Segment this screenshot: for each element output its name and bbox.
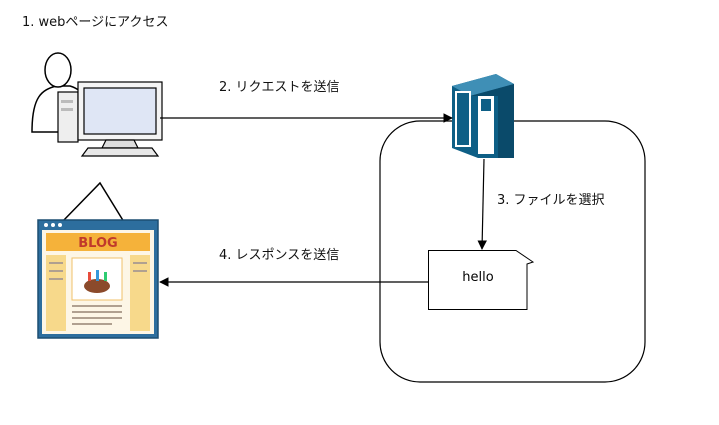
file-note-text: hello	[462, 270, 494, 285]
user-computer-icon	[31, 52, 163, 157]
document-icon	[428, 250, 534, 310]
server-icon	[452, 74, 514, 158]
desktop-computer-icon	[57, 81, 163, 157]
step4-label: 4. レスポンスを送信	[219, 248, 340, 263]
select-file-arrow	[477, 158, 487, 250]
blog-title: BLOG	[78, 236, 117, 251]
step1-label: 1. webページにアクセス	[22, 15, 169, 30]
step3-label: 3. ファイルを選択	[497, 193, 605, 208]
blog-webpage-icon: BLOG	[37, 181, 159, 339]
step2-label: 2. リクエストを送信	[219, 80, 340, 95]
